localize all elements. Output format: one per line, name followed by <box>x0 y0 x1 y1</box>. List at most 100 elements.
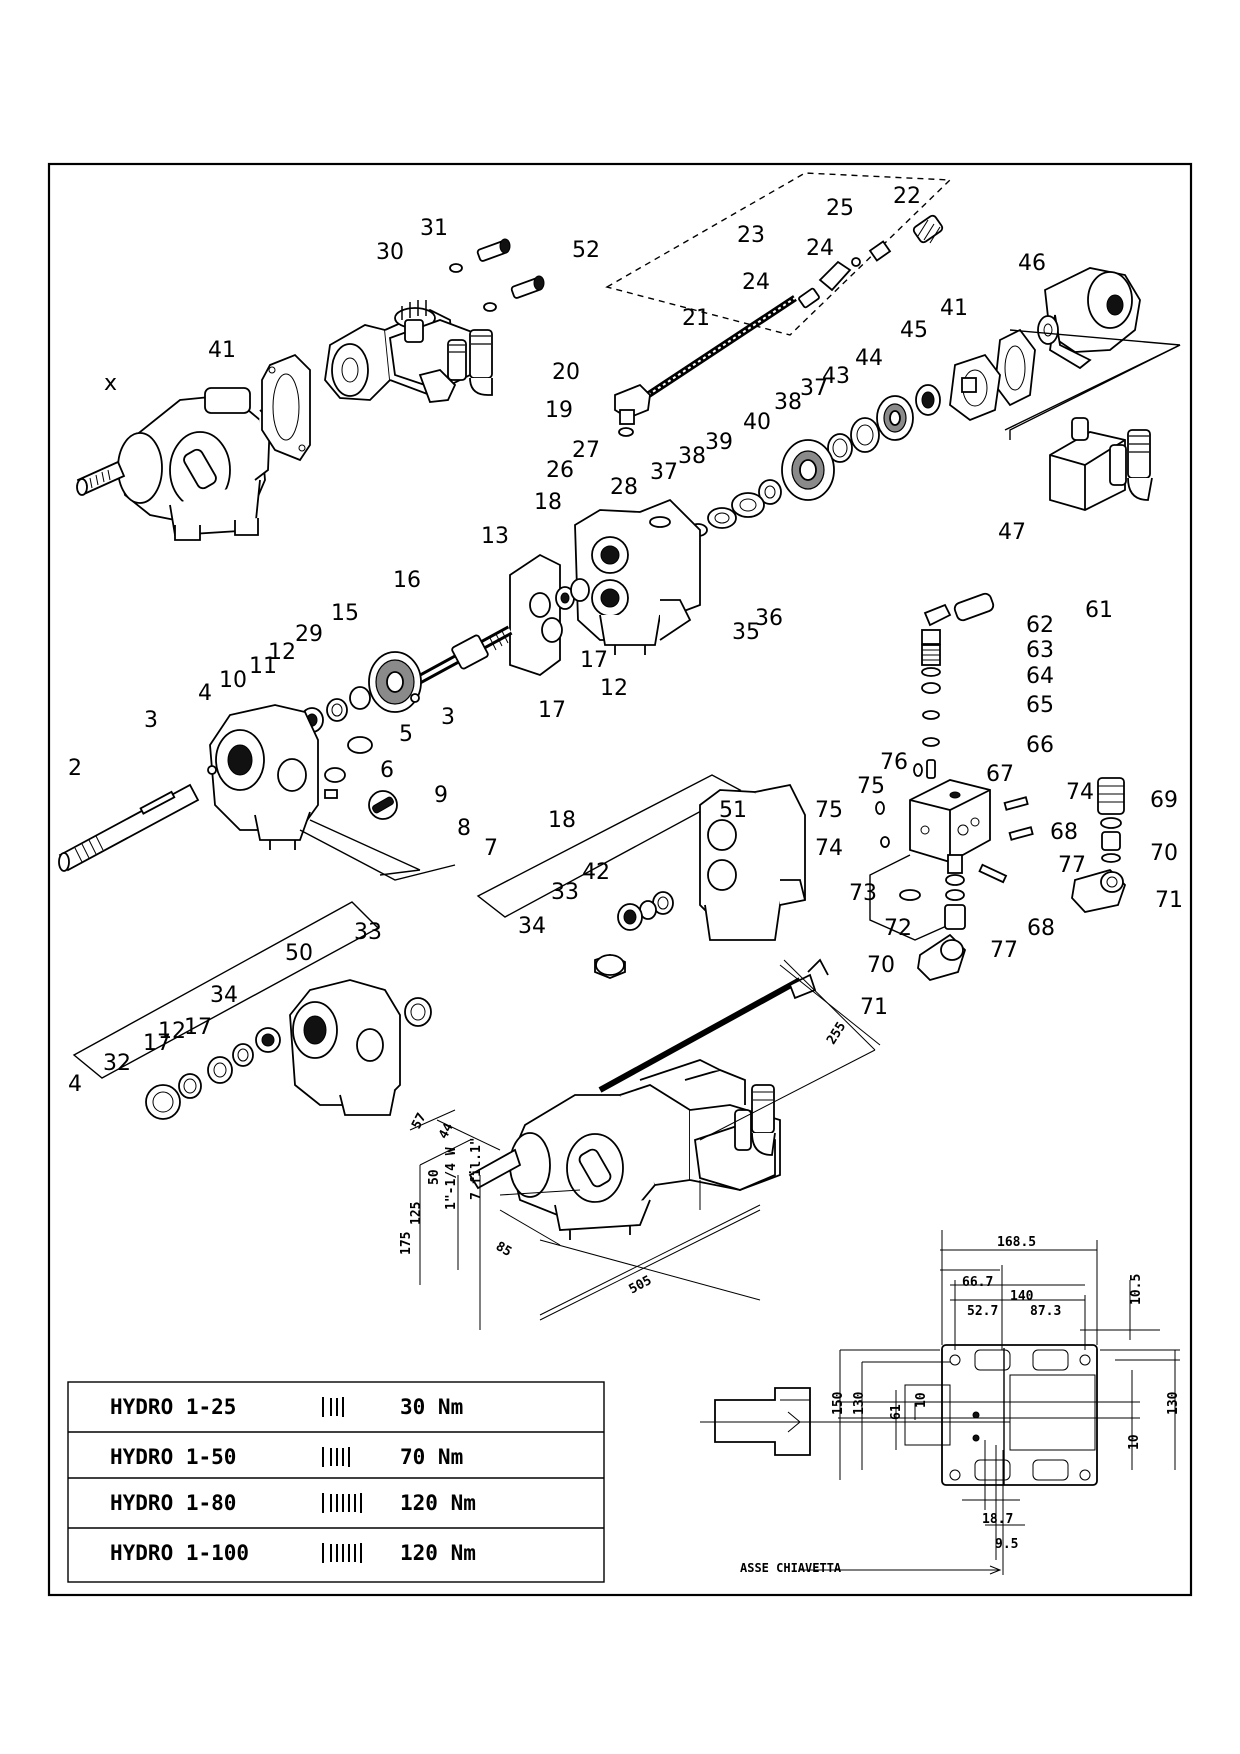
dimension-d85: 85 <box>493 1239 515 1260</box>
pump-body-18 <box>574 498 701 655</box>
bearing-44-43 <box>827 384 941 463</box>
part-callout-65: 65 <box>1026 693 1054 718</box>
part-callout-34: 34 <box>210 983 238 1008</box>
part-callout-30: 30 <box>376 240 404 265</box>
torque-value: 120 Nm <box>400 1491 476 1515</box>
part-callout-39: 39 <box>705 430 733 455</box>
seals-32-34 <box>145 1027 281 1120</box>
part-callout-51: 51 <box>719 798 747 823</box>
part-callout-67: 67 <box>986 762 1014 787</box>
valve-block-67 <box>869 763 1034 941</box>
part-callout-68: 68 <box>1027 916 1055 941</box>
dimension-asse: ASSE CHIAVETTA <box>740 1561 842 1575</box>
part-callout-8: 8 <box>457 816 471 841</box>
part-callout-66: 66 <box>1026 733 1054 758</box>
part-callout-27: 27 <box>572 438 600 463</box>
elbow-20 <box>614 383 651 437</box>
body-4 <box>207 704 456 881</box>
body-51 <box>699 783 806 941</box>
part-callout-25: 25 <box>826 196 854 221</box>
part-callout-36: 36 <box>755 606 783 631</box>
part-callout-19: 19 <box>545 398 573 423</box>
part-callout-77: 77 <box>1058 853 1086 878</box>
dimension-d1-14: 1"-1/4 W <box>444 1147 459 1210</box>
part-callout-70: 70 <box>1150 841 1178 866</box>
torque-value: 30 Nm <box>400 1395 464 1419</box>
part-callout-3: 3 <box>441 705 455 730</box>
part-callout-16: 16 <box>393 568 421 593</box>
dimension-d52-7: 52.7 <box>967 1304 999 1319</box>
dimension-d505: 505 <box>626 1273 655 1298</box>
dimension-d175: 175 <box>399 1231 414 1255</box>
part-callout-23: 23 <box>737 223 765 248</box>
valve-cartridge-61-66 <box>921 592 995 779</box>
part-callout-45: 45 <box>900 318 928 343</box>
dimension-d130a: 130 <box>852 1391 867 1415</box>
part-callout-28: 28 <box>610 475 638 500</box>
shaft-2 <box>58 783 200 872</box>
complete-assembly <box>468 958 829 1240</box>
part-callout-7: 7 <box>484 836 498 861</box>
bearing-40 <box>688 439 835 537</box>
pipe-21 <box>646 295 797 398</box>
part-callout-12: 12 <box>600 676 628 701</box>
part-callout-38: 38 <box>678 444 706 469</box>
spring-symbol-icon <box>322 1397 344 1417</box>
fittings-22-25 <box>798 214 944 309</box>
dimension-d7-8: 7 fil.1" <box>469 1137 484 1200</box>
dimension-d87-3: 87.3 <box>1030 1304 1062 1319</box>
torque-table <box>67 1381 605 1583</box>
torque-model: HYDRO 1-100 <box>110 1541 250 1565</box>
part-callout-46: 46 <box>1018 251 1046 276</box>
part-callout-29: 29 <box>295 622 323 647</box>
kit-4-outline <box>72 901 380 1079</box>
gasket-13 <box>509 553 590 677</box>
part-callout-71: 71 <box>860 995 888 1020</box>
bearings-33-42 <box>594 891 674 979</box>
part-callout-73: 73 <box>849 881 877 906</box>
pump-assembly-x <box>76 387 271 541</box>
part-callout-5: 5 <box>399 722 413 747</box>
dimension-d50: 50 <box>427 1169 442 1185</box>
part-callout-33: 33 <box>551 880 579 905</box>
part-callout-43: 43 <box>822 364 850 389</box>
dimension-d9-5: 9.5 <box>995 1537 1019 1552</box>
part-callout-77: 77 <box>990 938 1018 963</box>
part-callout-26: 26 <box>546 458 574 483</box>
dimension-d130b: 130 <box>1166 1391 1181 1415</box>
part-callout-74: 74 <box>815 836 843 861</box>
dimension-d57: 57 <box>409 1110 430 1132</box>
part-callout-40: 40 <box>743 410 771 435</box>
hydraulic-motor-46 <box>1037 267 1141 370</box>
part-callout-75: 75 <box>815 798 843 823</box>
part-callout-64: 64 <box>1026 664 1054 689</box>
part-callout-34: 34 <box>518 914 546 939</box>
part-callout-61: 61 <box>1085 598 1113 623</box>
torque-value: 120 Nm <box>400 1541 476 1565</box>
part-callout-17: 17 <box>184 1015 212 1040</box>
part-callout-22: 22 <box>893 184 921 209</box>
dimension-d140: 140 <box>1010 1289 1034 1304</box>
part-callout-10: 10 <box>219 668 247 693</box>
kit-18-outline <box>476 774 742 918</box>
part-callout-62: 62 <box>1026 613 1054 638</box>
part-callout-37: 37 <box>800 376 828 401</box>
motor-flange-left <box>324 300 493 403</box>
part-callout-63: 63 <box>1026 638 1054 663</box>
part-callout-4: 4 <box>198 681 212 706</box>
part-callout-11: 11 <box>249 654 277 679</box>
part-callout-17: 17 <box>580 648 608 673</box>
part-callout-47: 47 <box>998 520 1026 545</box>
dimension-d44: 44 <box>436 1120 457 1142</box>
dimension-d61: 61 <box>889 1404 904 1420</box>
part-callout-20: 20 <box>552 360 580 385</box>
part-callout-37: 37 <box>650 460 678 485</box>
dimension-lines <box>409 959 881 1330</box>
part-callout-41: 41 <box>940 296 968 321</box>
part-callout-24: 24 <box>806 236 834 261</box>
part-callout-17: 17 <box>143 1031 171 1056</box>
body-50 <box>289 979 432 1116</box>
part-callout-18: 18 <box>534 490 562 515</box>
